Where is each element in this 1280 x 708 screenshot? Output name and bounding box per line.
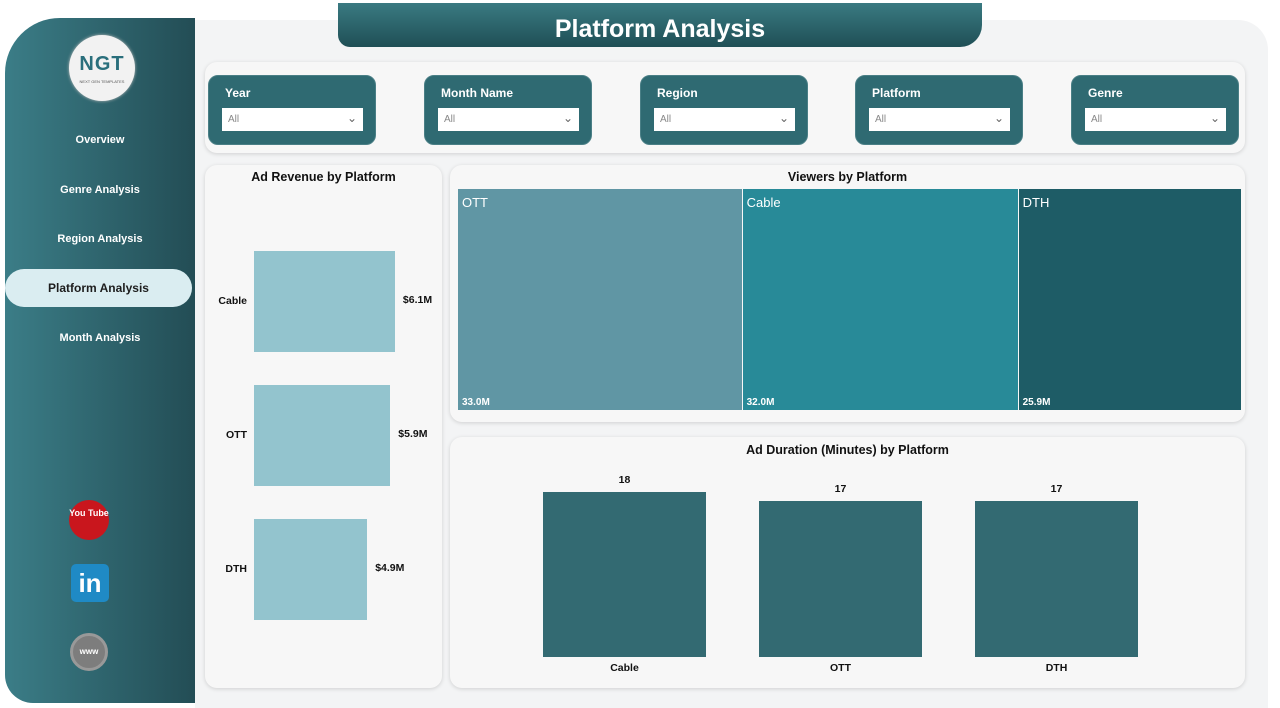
nav-overview[interactable]: Overview xyxy=(75,134,125,146)
treemap-tile-cable[interactable]: Cable 32.0M xyxy=(742,189,1018,410)
revenue-category-label: Cable xyxy=(218,295,247,307)
filter-dropdown[interactable]: All ⌄ xyxy=(1085,108,1226,131)
tile-value: 25.9M xyxy=(1022,397,1051,408)
filter-dropdown[interactable]: All ⌄ xyxy=(654,108,795,131)
filter-label: Month Name xyxy=(441,86,513,100)
ad-revenue-title: Ad Revenue by Platform xyxy=(251,170,396,184)
youtube-icon[interactable]: You Tube xyxy=(69,500,109,540)
duration-category-label: DTH xyxy=(1045,662,1068,674)
duration-bar-cable[interactable] xyxy=(543,491,706,657)
ad-duration-title: Ad Duration (Minutes) by Platform xyxy=(746,443,949,457)
filter-label: Genre xyxy=(1088,86,1123,100)
logo-text: NGT xyxy=(79,53,125,75)
revenue-category-label: OTT xyxy=(226,429,247,441)
filter-dropdown[interactable]: All ⌄ xyxy=(222,108,363,131)
globe-icon[interactable]: www xyxy=(70,633,108,671)
revenue-category-label: DTH xyxy=(225,563,247,575)
globe-label: www xyxy=(79,647,99,656)
nav-month-analysis[interactable]: Month Analysis xyxy=(59,332,141,344)
dropdown-value: All xyxy=(444,114,456,125)
filter-dropdown[interactable]: All ⌄ xyxy=(869,108,1010,131)
tile-name: OTT xyxy=(462,195,488,210)
nav-region-analysis[interactable]: Region Analysis xyxy=(57,233,143,245)
revenue-data-label: $6.1M xyxy=(402,294,433,306)
page-title: Platform Analysis xyxy=(338,3,982,47)
tile-name: Cable xyxy=(746,195,781,210)
filter-dropdown[interactable]: All ⌄ xyxy=(438,108,579,131)
treemap-tile-dth[interactable]: DTH 25.9M xyxy=(1018,189,1241,410)
filter-label: Platform xyxy=(872,86,921,100)
duration-data-label: 17 xyxy=(834,483,847,496)
chevron-down-icon: ⌄ xyxy=(1209,111,1220,125)
revenue-data-label: $5.9M xyxy=(398,428,428,440)
tile-value: 32.0M xyxy=(746,397,775,408)
nav-platform-analysis[interactable]: Platform Analysis xyxy=(5,269,192,307)
dropdown-value: All xyxy=(660,114,672,125)
filter-month-name: Month Name All ⌄ xyxy=(424,75,592,145)
viewers-title: Viewers by Platform xyxy=(787,170,908,184)
duration-bar-dth[interactable] xyxy=(975,501,1138,657)
duration-data-label: 17 xyxy=(1050,483,1063,496)
tile-name: DTH xyxy=(1022,195,1050,210)
chevron-down-icon: ⌄ xyxy=(562,111,573,125)
chevron-down-icon: ⌄ xyxy=(778,111,789,125)
tile-value: 33.0M xyxy=(462,397,490,408)
revenue-bar-cable[interactable] xyxy=(254,251,395,352)
duration-category-label: Cable xyxy=(610,662,639,674)
filter-label: Region xyxy=(657,86,698,100)
duration-bar-ott[interactable] xyxy=(759,501,922,657)
filter-platform: Platform All ⌄ xyxy=(855,75,1023,145)
filter-label: Year xyxy=(225,86,251,100)
filter-year: Year All ⌄ xyxy=(208,75,376,145)
nav-genre-analysis[interactable]: Genre Analysis xyxy=(60,184,140,196)
logo: NGT NEXT GEN TEMPLATES xyxy=(69,35,135,101)
revenue-bar-ott[interactable] xyxy=(254,385,391,486)
duration-category-label: OTT xyxy=(830,662,851,674)
filter-region: Region All ⌄ xyxy=(640,75,808,145)
treemap-tile-ott[interactable]: OTT 33.0M xyxy=(458,189,742,410)
dropdown-value: All xyxy=(228,114,240,125)
filter-genre: Genre All ⌄ xyxy=(1071,75,1239,145)
linkedin-label: in xyxy=(78,568,102,598)
youtube-label: You Tube xyxy=(69,508,109,518)
logo-subtitle: NEXT GEN TEMPLATES xyxy=(79,79,125,84)
revenue-data-label: $4.9M xyxy=(375,562,405,574)
linkedin-icon[interactable]: in xyxy=(71,564,109,602)
dropdown-value: All xyxy=(875,114,887,125)
duration-data-label: 18 xyxy=(618,473,631,486)
sidebar: NGT NEXT GEN TEMPLATES Overview Genre An… xyxy=(5,18,195,703)
revenue-bar-dth[interactable] xyxy=(254,519,368,620)
chevron-down-icon: ⌄ xyxy=(346,111,357,125)
dropdown-value: All xyxy=(1091,114,1103,125)
chevron-down-icon: ⌄ xyxy=(993,111,1004,125)
